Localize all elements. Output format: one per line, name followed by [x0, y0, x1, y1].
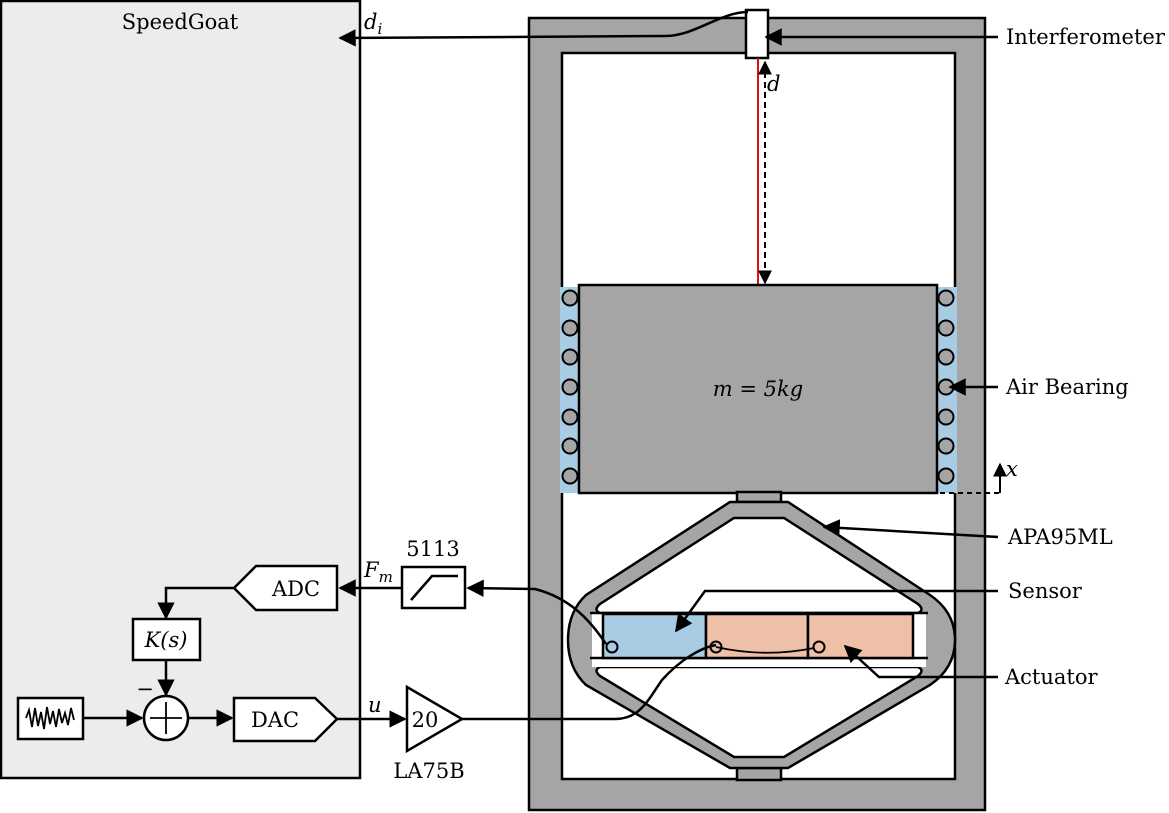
- filter-5113-label: 5113: [406, 537, 459, 561]
- amplifier-output-wire: [462, 643, 717, 721]
- highpass-symbol: [410, 574, 458, 601]
- signal-u-label: u: [368, 693, 382, 717]
- callout-actuator: [843, 644, 998, 679]
- amplifier-gain: 20: [412, 708, 439, 732]
- actuator-electrode-right: [812, 640, 826, 654]
- sum-plus-symbol: [150, 702, 182, 734]
- speedgoat-title: SpeedGoat: [122, 10, 239, 34]
- callout-sensor: [674, 589, 998, 633]
- label-air-bearing: Air Bearing: [1005, 375, 1129, 399]
- controller-label: K(s): [144, 628, 188, 652]
- label-interferometer: Interferometer: [1006, 25, 1166, 49]
- amplifier-block: [405, 684, 465, 754]
- suspended-mass: [577, 283, 939, 495]
- sensor-electrode: [605, 640, 619, 654]
- signal-di-label: di: [364, 10, 382, 38]
- sensor-stack: [601, 612, 708, 660]
- label-actuator: Actuator: [1004, 665, 1098, 689]
- signal-x-label: x: [1006, 457, 1018, 481]
- adc-to-controller-wire: [157, 586, 234, 620]
- label-sensor: Sensor: [1008, 579, 1083, 603]
- apa-bottom-stem: [735, 766, 783, 782]
- actuator-link-wire: [715, 646, 815, 654]
- filter-5113-block: [400, 565, 467, 610]
- signal-d-label: d: [767, 72, 780, 96]
- dac-block: [232, 696, 339, 743]
- noise-source-block: [16, 696, 85, 741]
- dac-label: DAC: [251, 708, 299, 732]
- callout-apa: [822, 519, 999, 539]
- adc-label: ADC: [271, 577, 320, 601]
- noise-waveform-icon: [25, 706, 75, 730]
- sensor-signal-wire: [466, 579, 608, 645]
- adc-block: [232, 564, 339, 612]
- apa-top-stem: [735, 490, 783, 504]
- granite-frame: [527, 16, 987, 812]
- label-apa: APA95ML: [1007, 525, 1113, 549]
- interferometer-head: [744, 8, 770, 60]
- amplifier-label: LA75B: [393, 759, 464, 783]
- signal-fm-label: Fm: [363, 558, 393, 586]
- di-signal-wire: [338, 10, 749, 47]
- controller-block: [131, 617, 202, 662]
- mass-label: m = 5kg: [713, 377, 803, 401]
- sum-minus-sign: −: [136, 677, 154, 701]
- speedgoat-box: [0, 0, 362, 780]
